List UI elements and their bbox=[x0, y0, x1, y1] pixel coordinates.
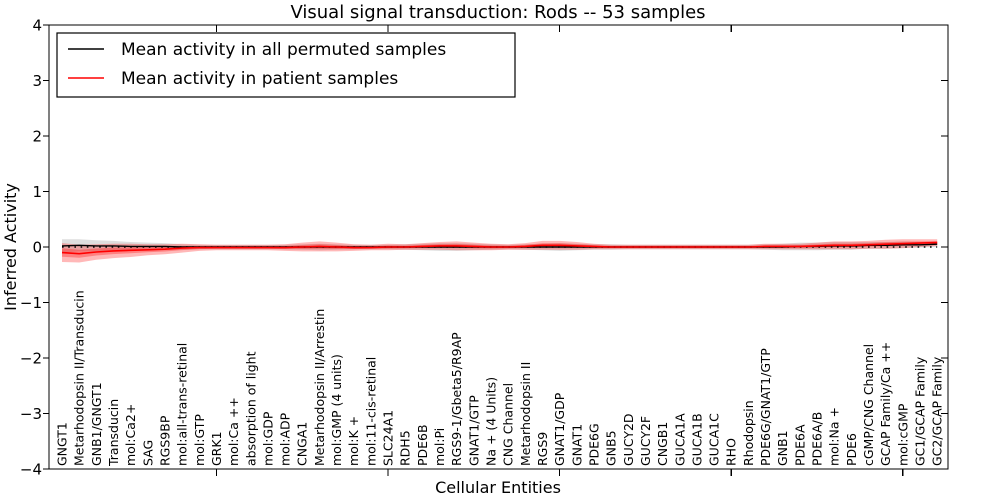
plot-area bbox=[48, 24, 949, 470]
x-category-label: CNGB1 bbox=[655, 422, 670, 466]
chart-title: Visual signal transduction: Rods -- 53 s… bbox=[290, 2, 705, 23]
x-category-label: GNB1/GNGT1 bbox=[89, 382, 104, 466]
x-category-label: GUCY2D bbox=[621, 413, 636, 466]
x-category-label: GUCA1A bbox=[672, 413, 687, 466]
x-category-label: GNB1 bbox=[775, 430, 790, 466]
x-category-label: GC2/GCAP Family bbox=[930, 356, 945, 466]
y-tick-label: −2 bbox=[20, 350, 42, 368]
x-category-label: RHO bbox=[724, 438, 739, 466]
x-category-label: PDE6G bbox=[586, 423, 601, 466]
x-category-label: RGS9-1/Gbeta5/R9AP bbox=[449, 332, 464, 466]
x-category-label: Transducin bbox=[106, 399, 121, 467]
x-category-label: RDH5 bbox=[398, 430, 413, 466]
x-category-label: PDE6B bbox=[415, 424, 430, 466]
y-tick-label: −3 bbox=[20, 405, 42, 423]
x-category-label: Metarhodopsin II/Transducin bbox=[72, 290, 87, 466]
legend: Mean activity in all permuted samples Me… bbox=[56, 32, 516, 98]
x-category-label: SAG bbox=[140, 440, 155, 466]
y-tick-label: −1 bbox=[20, 294, 42, 312]
x-category-label: absorption of light bbox=[243, 351, 258, 466]
x-category-label: Rhodopsin bbox=[741, 400, 756, 466]
y-tick-label: 2 bbox=[32, 128, 42, 146]
legend-label-permuted: Mean activity in all permuted samples bbox=[121, 40, 446, 60]
y-tick-label: 0 bbox=[32, 239, 42, 257]
x-category-label: GUCA1B bbox=[689, 413, 704, 466]
x-category-label: GC1/GCAP Family bbox=[913, 356, 928, 466]
x-category-label: GRK1 bbox=[209, 431, 224, 466]
x-category-label: mol:K + bbox=[346, 416, 361, 466]
x-category-label: GNAT1/GDP bbox=[552, 392, 567, 466]
x-category-label: GUCY2F bbox=[638, 416, 653, 466]
x-category-label: PDE6A/B bbox=[810, 412, 825, 466]
x-category-label: GNAT1/GTP bbox=[466, 395, 481, 466]
x-category-label: mol:Ca ++ bbox=[226, 397, 241, 466]
x-category-label: Metarhodopsin II/Arrestin bbox=[312, 309, 327, 466]
x-category-label: GNAT1 bbox=[569, 424, 584, 466]
y-tick-label: −4 bbox=[20, 461, 42, 479]
x-category-label: PDE6 bbox=[844, 433, 859, 466]
x-category-label: RGS9BP bbox=[157, 415, 172, 466]
legend-label-patient: Mean activity in patient samples bbox=[121, 69, 398, 89]
x-category-label: mol:cGMP bbox=[895, 403, 910, 466]
x-category-label: GCAP Family/Ca ++ bbox=[878, 342, 893, 466]
x-category-label: mol:GDP bbox=[260, 411, 275, 466]
permuted-band bbox=[62, 239, 938, 253]
y-tick-label: 4 bbox=[32, 17, 42, 35]
x-category-label: PDE6G/GNAT1/GTP bbox=[758, 348, 773, 466]
x-category-label: mol:all-trans-retinal bbox=[175, 343, 190, 466]
x-category-label: mol:Ca2+ bbox=[123, 404, 138, 466]
x-category-label: mol:Pi bbox=[432, 428, 447, 466]
x-category-label: mol:GTP bbox=[192, 414, 207, 466]
x-category-label: mol:11-cis-retinal bbox=[363, 357, 378, 466]
y-tick-label: 3 bbox=[32, 72, 42, 90]
x-category-label: Metarhodopsin II bbox=[518, 362, 533, 466]
x-category-label: GUCA1C bbox=[707, 413, 722, 466]
x-category-label: GNGT1 bbox=[55, 422, 70, 466]
y-tick-label: 1 bbox=[32, 183, 42, 201]
x-category-label: mol:GMP (4 units) bbox=[329, 354, 344, 466]
x-category-label: CNGA1 bbox=[295, 422, 310, 466]
x-category-label: SLC24A1 bbox=[381, 410, 396, 466]
x-category-label: Na + (4 Units) bbox=[484, 377, 499, 466]
x-category-label: GNB5 bbox=[604, 430, 619, 466]
x-category-label: mol:ADP bbox=[278, 412, 293, 466]
x-category-label: cGMP/CNG Channel bbox=[861, 344, 876, 466]
patient-band bbox=[62, 239, 938, 263]
x-category-label: PDE6A bbox=[792, 424, 807, 466]
y-axis-label: Inferred Activity bbox=[1, 183, 20, 311]
x-category-label: mol:Na + bbox=[827, 407, 842, 466]
x-category-label: RGS9 bbox=[535, 432, 550, 466]
legend-box bbox=[56, 32, 516, 98]
x-category-label: CNG Channel bbox=[501, 383, 516, 466]
x-axis-label: Cellular Entities bbox=[435, 478, 561, 497]
patient-mean-line bbox=[61, 241, 938, 255]
